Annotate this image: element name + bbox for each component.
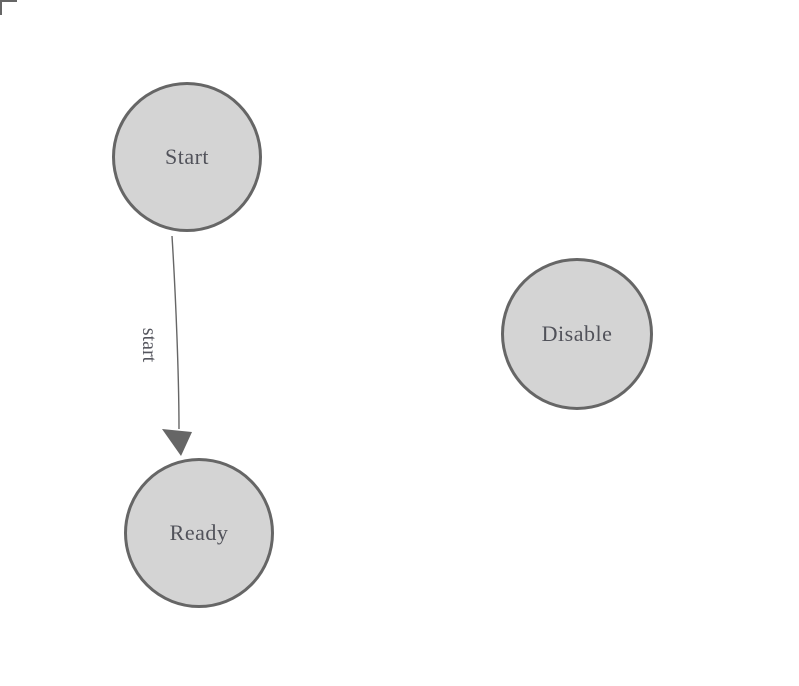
state-node-label: Ready: [169, 520, 229, 545]
edge-label[interactable]: start: [138, 328, 160, 363]
state-node-start[interactable]: Start: [112, 82, 262, 232]
edge-start-to-ready[interactable]: [171, 235, 180, 430]
state-node-disable[interactable]: Disable: [501, 258, 653, 410]
state-node-label: Start: [164, 144, 210, 169]
state-node-ready[interactable]: Ready: [124, 458, 274, 608]
state-node-label: Disable: [541, 321, 613, 346]
canvas-corner-bracket: [0, 0, 17, 15]
arrowhead-icon: [162, 429, 192, 456]
